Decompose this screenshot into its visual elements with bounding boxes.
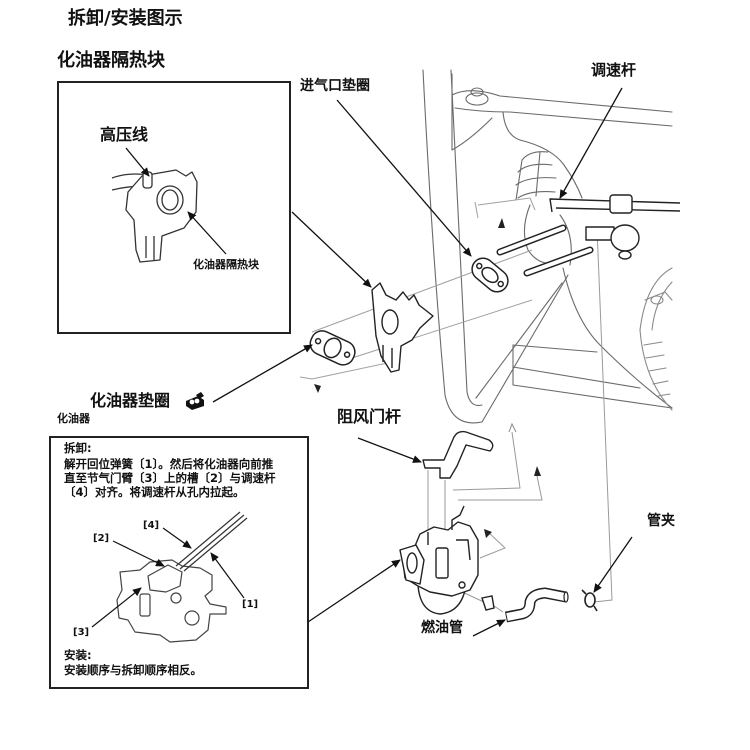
- small-carb-knob: [184, 610, 200, 626]
- inset-heat-insulator-label: 化油器隔热块: [193, 258, 259, 271]
- inset-heat-insulator: [125, 169, 198, 263]
- intake-gasket: [471, 257, 509, 293]
- platform-mid: [512, 366, 641, 389]
- frame-upright: [451, 73, 493, 151]
- studs: [496, 224, 594, 277]
- carburetor-screw: [458, 581, 466, 589]
- fuel-tube-end: [563, 591, 569, 603]
- procedure-leaders: [91, 527, 245, 628]
- ball-joint-arm: [585, 226, 615, 241]
- carburetor-bore: [406, 552, 418, 574]
- fuel-tube: [506, 589, 566, 621]
- guide-arrow-carb: [484, 529, 492, 538]
- guide-arrow-choke-2: [534, 466, 541, 476]
- top-bar-lower: [454, 107, 673, 127]
- fuel-tube-leader: [472, 619, 506, 637]
- intake-gasket-leader: [336, 99, 472, 257]
- choke-rod-label: 阻风门杆: [337, 407, 402, 426]
- gasket-icon: [186, 392, 204, 410]
- frame-tube-diagonal: [475, 282, 563, 399]
- page-title: 拆卸/安装图示: [68, 8, 183, 29]
- carburetor-gasket: [309, 330, 356, 366]
- platform-top: [512, 344, 598, 353]
- procedure-connector: [307, 559, 401, 623]
- guide-upper: [311, 249, 533, 333]
- inset-hv-leader: [125, 147, 150, 177]
- leader-3: [91, 587, 142, 628]
- hv-wire-label: 高压线: [100, 125, 149, 144]
- mount-nut-top: [470, 87, 484, 97]
- marker-3: [3]: [73, 627, 90, 638]
- governor-rod: [549, 194, 681, 260]
- guide-arrow-choke-1: [508, 422, 517, 433]
- marker-1: [1]: [242, 599, 259, 610]
- callout-leaders: [212, 87, 633, 637]
- choke-rod: [422, 430, 494, 479]
- intake-gasket-label: 进气口垫圈: [300, 78, 370, 94]
- install-heading: 安装:: [64, 648, 92, 662]
- frame-tube-inner: [450, 69, 483, 407]
- fan-hub: [650, 295, 664, 305]
- inset-connector: [291, 211, 372, 288]
- carburetor-detail: [427, 505, 471, 561]
- marker-4: [4]: [143, 520, 160, 531]
- install-text: 安装顺序与拆卸顺序相反。: [64, 663, 202, 677]
- cylinder-fins: [515, 151, 557, 201]
- removal-heading: 拆卸:: [64, 441, 92, 455]
- frame-tube-outer: [422, 69, 569, 424]
- ball-joint: [610, 224, 640, 252]
- hose-clamp: [581, 589, 598, 612]
- inset-heat-leader: [187, 211, 227, 255]
- top-bar: [451, 90, 673, 113]
- carburetor: [399, 505, 479, 615]
- inset-title: 化油器隔热块: [57, 50, 165, 71]
- leader-4: [162, 527, 192, 549]
- inset-box: [57, 81, 291, 334]
- small-carb-chamber: [139, 593, 151, 617]
- carburetor-float-chamber: [435, 547, 449, 579]
- fuel-clip: [481, 595, 495, 611]
- engine-cable: [502, 111, 583, 199]
- alignment-guides: [299, 197, 536, 380]
- stud-upper-fill: [498, 226, 565, 254]
- governor-rod-leader: [559, 87, 623, 199]
- guide-arrow-top: [498, 218, 505, 228]
- marker-2: [2]: [93, 533, 110, 544]
- return-spring-rod: [175, 511, 248, 572]
- rod-joint: [609, 194, 633, 214]
- platform-sweep: [562, 267, 673, 409]
- ball-joint-stub: [618, 250, 632, 260]
- inset-drawing: [111, 169, 198, 263]
- mount-nut: [465, 92, 489, 106]
- stud-lower-fill: [525, 248, 592, 275]
- governor-rod-upper: [549, 198, 681, 213]
- heat-insulator: [371, 282, 434, 373]
- small-carb-pivot: [170, 592, 182, 604]
- carburetor-label: 化油器: [57, 412, 90, 425]
- procedure-drawing: [116, 511, 248, 643]
- throttle-arm: [147, 564, 183, 593]
- platform-bottom: [512, 384, 673, 409]
- removal-line-2: 直至节气门臂〔3〕上的槽〔2〕与调速杆: [64, 471, 276, 485]
- governor-rod-label: 调速杆: [591, 61, 637, 79]
- removal-line-1: 解开回位弹簧〔1〕。然后将化油器向前推: [64, 457, 274, 471]
- hose-clamp-leader: [593, 536, 633, 593]
- fan-housing: [639, 267, 673, 411]
- removal-line-3: 〔4〕对齐。将调速杆从孔内拉起。: [64, 485, 245, 499]
- leader-2: [112, 540, 165, 567]
- leader-1: [210, 552, 245, 599]
- procedure-box: [49, 436, 309, 689]
- inset-insulator-hole-inner: [161, 189, 179, 211]
- hose-clamp-label: 管夹: [647, 513, 675, 529]
- guide-line-clamp: [593, 227, 613, 603]
- guide-arrow-left: [314, 384, 321, 393]
- carburetor-gasket-label: 化油器垫圈: [90, 391, 171, 410]
- carburetor-gasket-leader: [212, 344, 313, 403]
- guide-bracket-left: [299, 361, 393, 380]
- fuel-tube-label: 燃油管: [421, 620, 463, 636]
- inset-insulator-ribs: [145, 236, 155, 260]
- guide-bracket-top: [474, 197, 536, 219]
- choke-rod-leader: [357, 437, 422, 463]
